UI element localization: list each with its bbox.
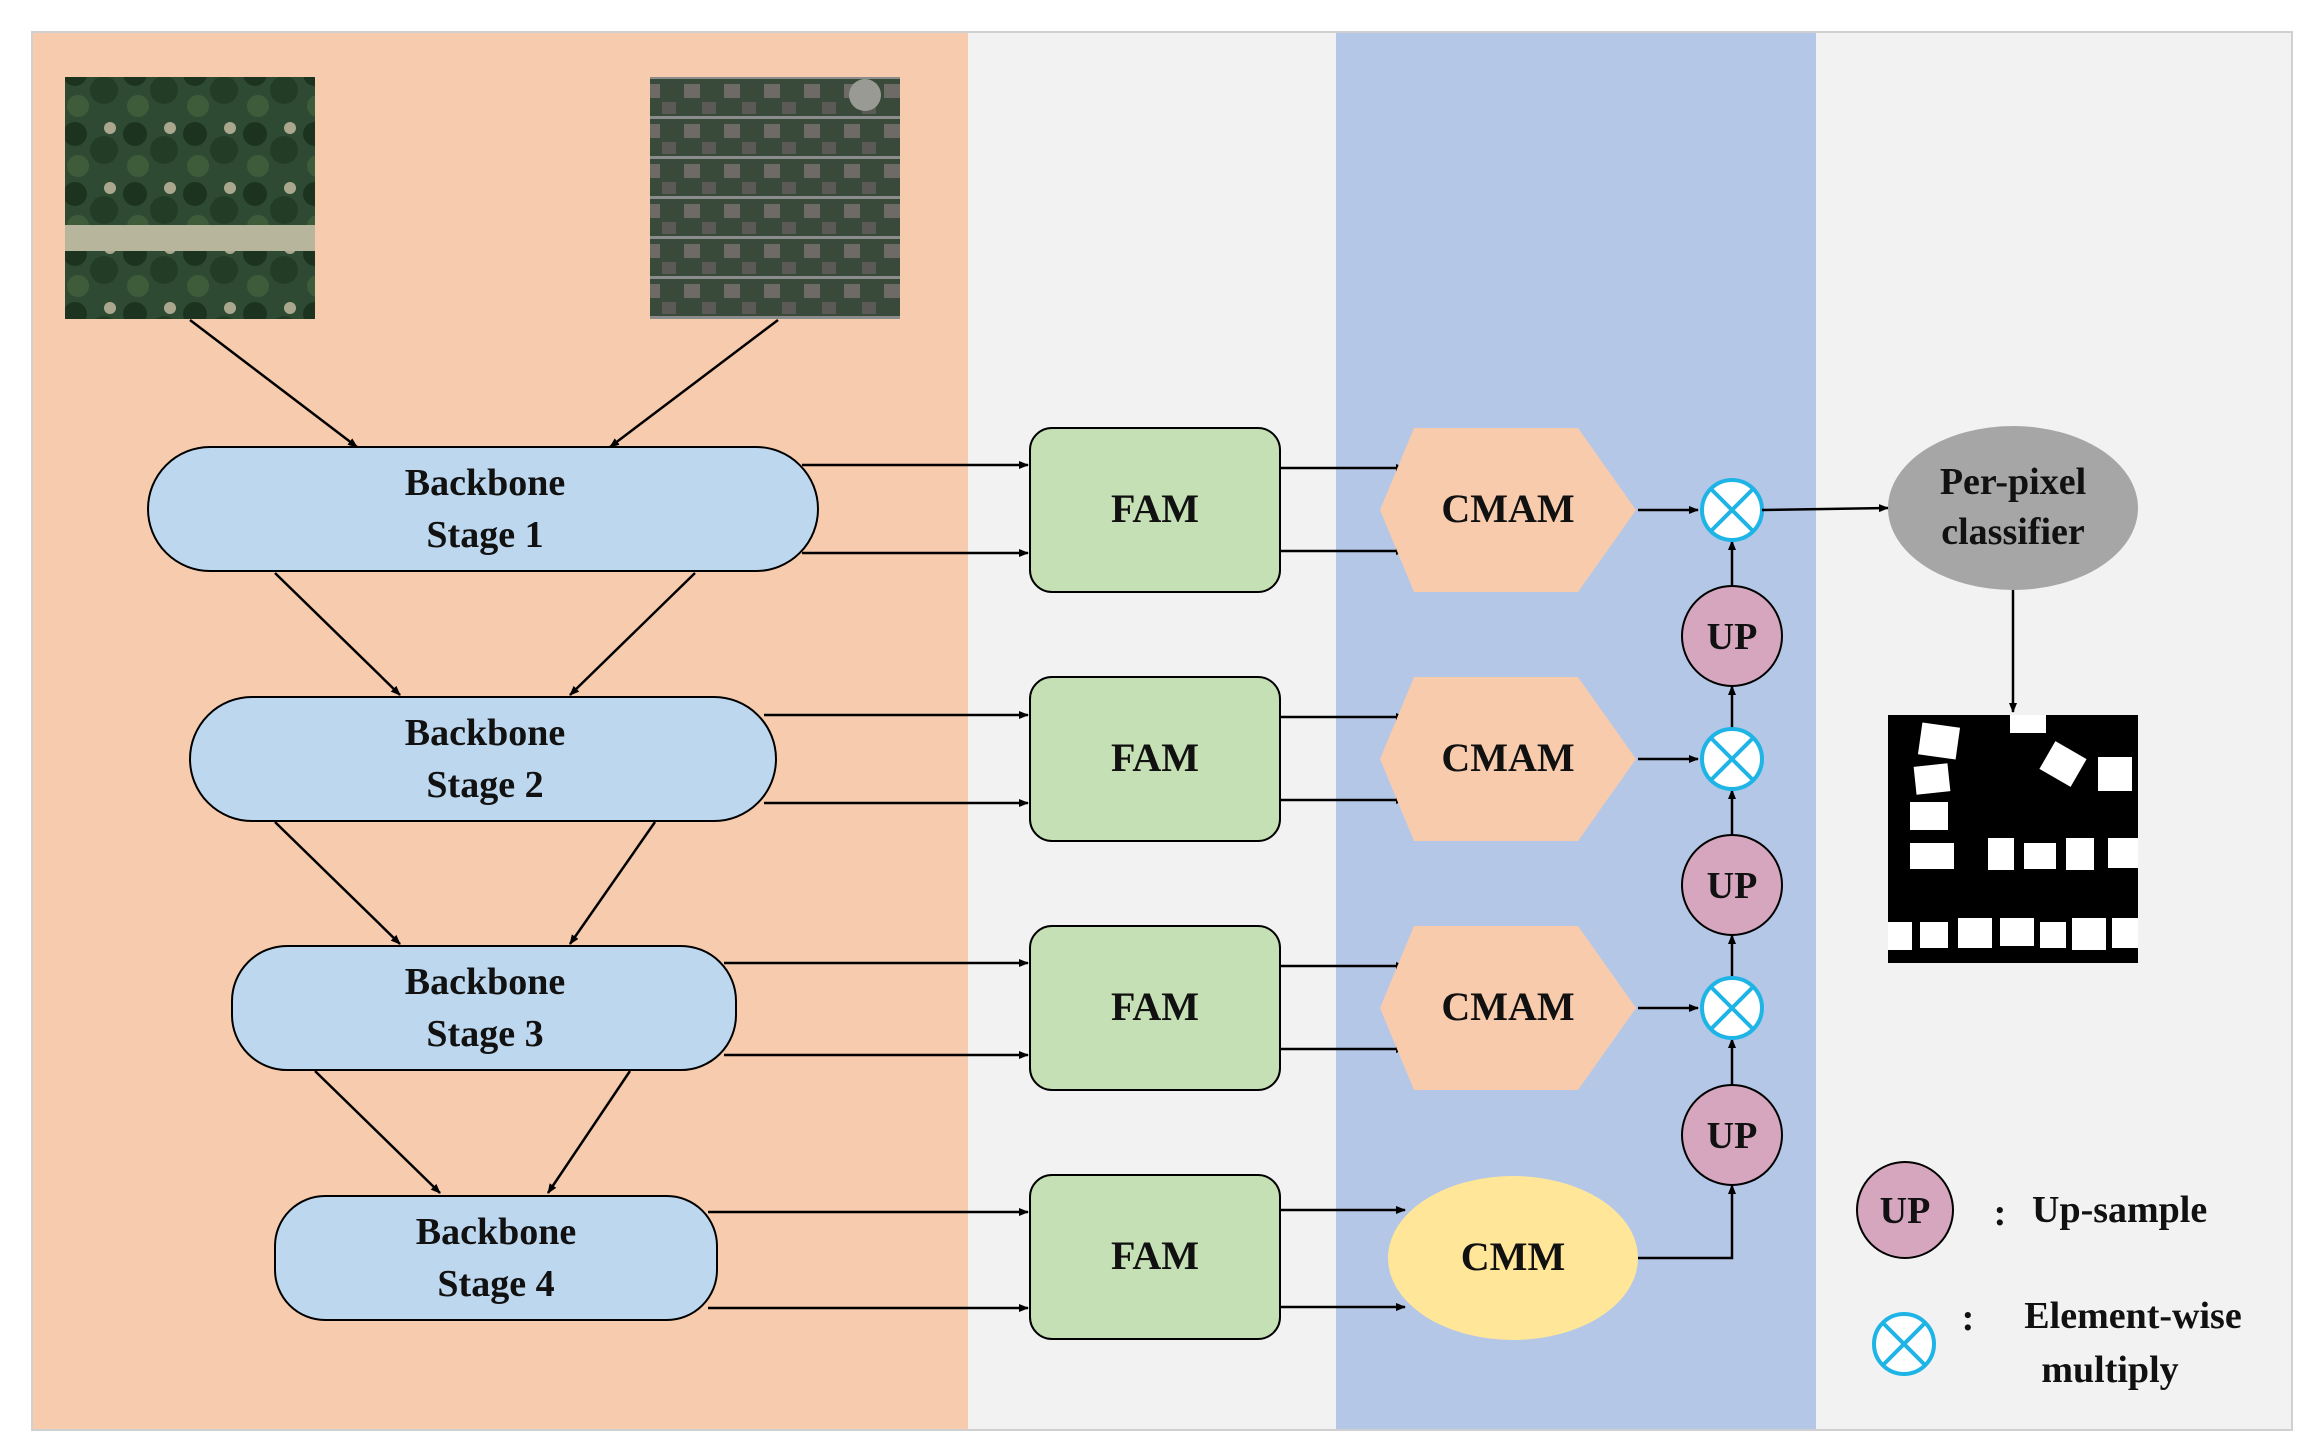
up-2-label: UP bbox=[1707, 865, 1758, 907]
aerial-image-houses bbox=[650, 77, 900, 319]
fam-block-1: FAM bbox=[1029, 427, 1281, 593]
legend-mul-line1: Element-wise bbox=[2024, 1295, 2241, 1337]
stage-2-line1: Backbone bbox=[405, 712, 565, 754]
arrow-stage2-to-stage3-left bbox=[274, 821, 401, 945]
classifier-line1: Per-pixel bbox=[1940, 461, 2086, 503]
up-sample-2: UP bbox=[1681, 834, 1783, 936]
fam-block-3: FAM bbox=[1029, 925, 1281, 1091]
diagram-border bbox=[31, 31, 2293, 1431]
fam-block-2: FAM bbox=[1029, 676, 1281, 842]
fam-2-label: FAM bbox=[1111, 735, 1199, 780]
fam-3-label: FAM bbox=[1111, 984, 1199, 1029]
legend-up-text: Up-sample bbox=[2032, 1189, 2207, 1231]
legend-mul-line2: multiply bbox=[2041, 1349, 2178, 1391]
up-1-label: UP bbox=[1707, 616, 1758, 658]
fam-4-label: FAM bbox=[1111, 1233, 1199, 1278]
multiply-icon-1 bbox=[1700, 478, 1764, 542]
backbone-stage-4: Backbone Stage 4 bbox=[274, 1195, 718, 1321]
backbone-stage-1: Backbone Stage 1 bbox=[147, 446, 819, 572]
stage-4-line2: Stage 4 bbox=[437, 1263, 554, 1305]
cmm-label: CMM bbox=[1461, 1234, 1565, 1279]
arrow-stage3-to-stage4-left bbox=[314, 1070, 441, 1194]
legend: UP : Up-sample : Element-wise multiply bbox=[1856, 1161, 2242, 1391]
arrow-stage3-to-stage4-right bbox=[546, 1070, 632, 1194]
segmentation-mask bbox=[1888, 715, 2138, 963]
stage-4-line1: Backbone bbox=[416, 1211, 576, 1253]
arrow-image2-to-stage1 bbox=[609, 319, 779, 448]
cmam-1-label: CMAM bbox=[1441, 486, 1574, 531]
arrow-mul1-to-classifier bbox=[1761, 504, 1889, 513]
legend-up-symbol-circle bbox=[1856, 1161, 1954, 1259]
up-3-label: UP bbox=[1707, 1115, 1758, 1157]
stage-2-line2: Stage 2 bbox=[426, 764, 543, 806]
legend-mul-separator: : bbox=[1962, 1297, 1975, 1339]
cmam-block-1: CMAM bbox=[1380, 428, 1636, 592]
arrow-image1-to-stage1 bbox=[189, 319, 358, 448]
cmam-2-label: CMAM bbox=[1441, 735, 1574, 780]
backbone-stage-2: Backbone Stage 2 bbox=[189, 696, 777, 822]
cmam-block-3: CMAM bbox=[1380, 926, 1636, 1090]
up-sample-1: UP bbox=[1681, 585, 1783, 687]
stage-1-line1: Backbone bbox=[405, 462, 565, 504]
multiply-icon-2 bbox=[1700, 727, 1764, 791]
cmm-block: CMM bbox=[1388, 1176, 1638, 1340]
fam-1-label: FAM bbox=[1111, 486, 1199, 531]
stage-1-line2: Stage 1 bbox=[426, 514, 543, 556]
arrow-stage2-to-stage3-right bbox=[568, 821, 657, 945]
cmam-block-2: CMAM bbox=[1380, 677, 1636, 841]
up-sample-3: UP bbox=[1681, 1084, 1783, 1186]
classifier-line2: classifier bbox=[1941, 511, 2085, 553]
legend-multiply-icon bbox=[1872, 1312, 1936, 1376]
cmam-3-label: CMAM bbox=[1441, 984, 1574, 1029]
fam-block-4: FAM bbox=[1029, 1174, 1281, 1340]
multiply-icon-3 bbox=[1700, 976, 1764, 1040]
arrow-cmm-to-up3 bbox=[1638, 1184, 1736, 1260]
arrow-stage1-to-stage2-left bbox=[274, 572, 401, 696]
legend-up-separator: : bbox=[1994, 1192, 2007, 1234]
stage-3-line2: Stage 3 bbox=[426, 1013, 543, 1055]
stage-3-line1: Backbone bbox=[405, 961, 565, 1003]
legend-up-symbol: UP bbox=[1880, 1190, 1931, 1232]
per-pixel-classifier: Per-pixel classifier bbox=[1888, 426, 2138, 590]
arrow-stage1-to-stage2-right bbox=[569, 572, 696, 696]
backbone-stage-3: Backbone Stage 3 bbox=[231, 945, 737, 1071]
aerial-image-forest bbox=[65, 77, 315, 319]
